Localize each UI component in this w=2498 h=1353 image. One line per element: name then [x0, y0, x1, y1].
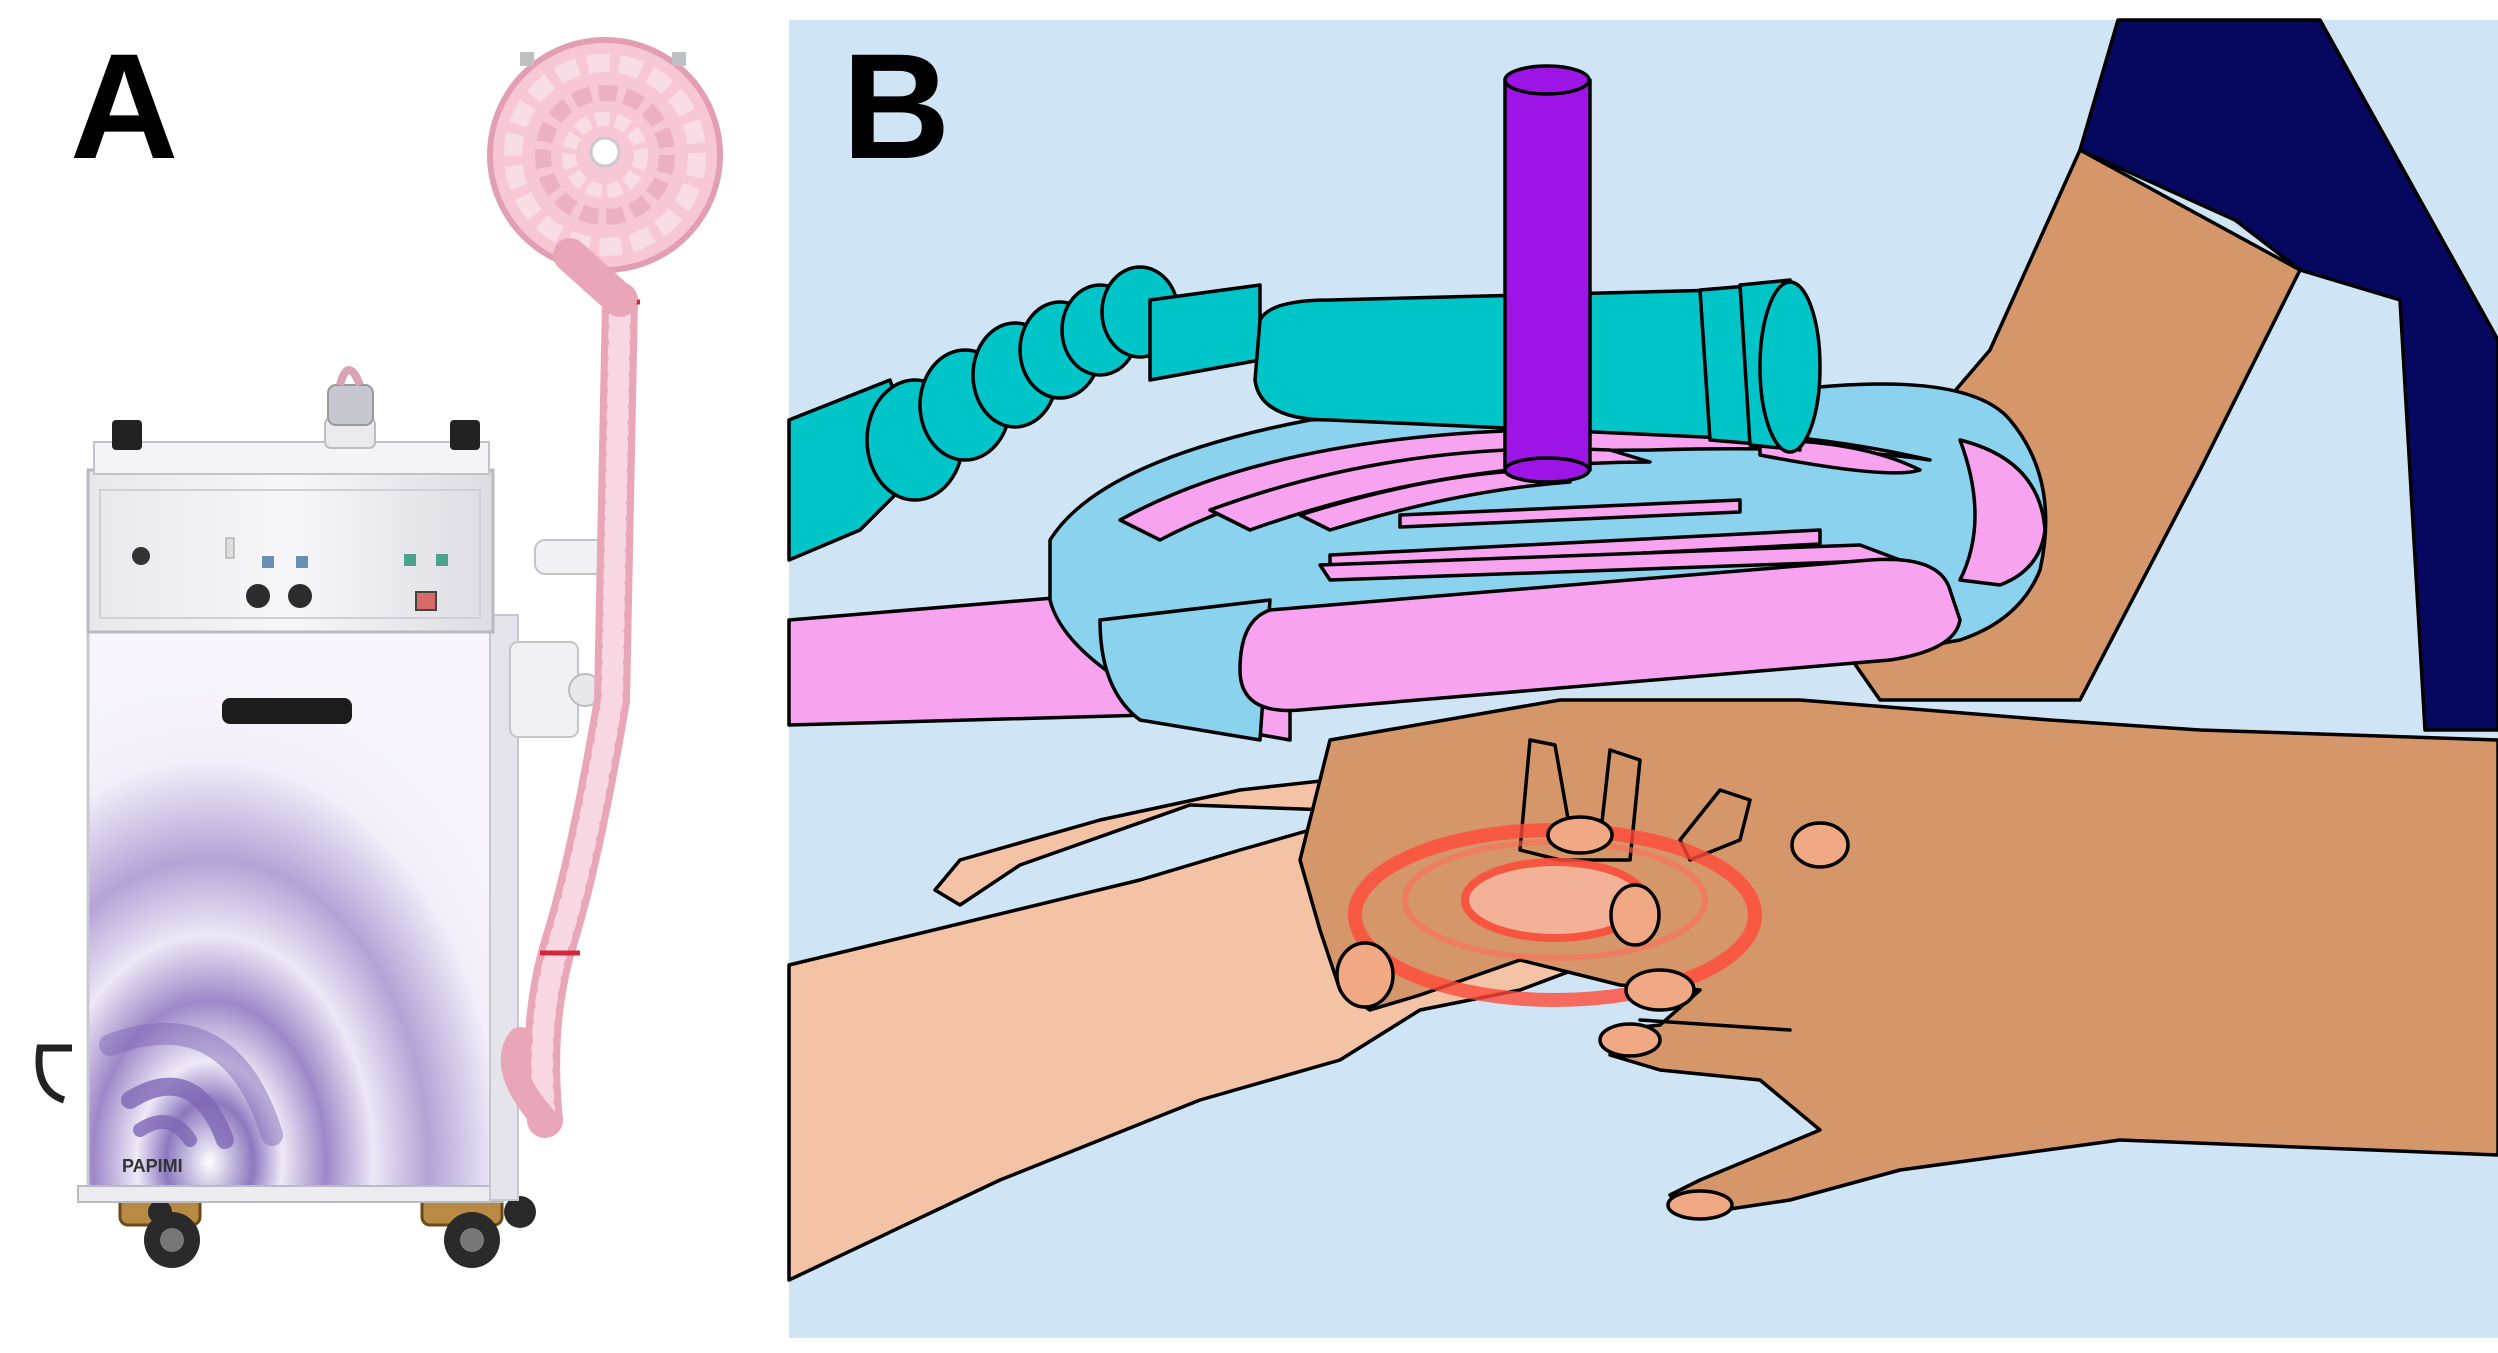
pemf-coil-photo [487, 37, 723, 317]
fingernails [1335, 815, 1850, 1221]
coil-front-tube [1238, 557, 1962, 713]
panel-a-label: A [70, 22, 178, 190]
device-wheels [118, 1183, 536, 1268]
device-swirl-logo [99, 1022, 283, 1149]
applicator-end-cap [1698, 278, 1822, 454]
device-brand-text: PAPIMI [122, 1156, 183, 1176]
arm-clamp-lower [509, 641, 579, 738]
panel-b: B [787, 18, 2498, 1338]
device-lid [93, 441, 490, 475]
applicator-hose [787, 265, 1262, 562]
panel-b-label: B [842, 22, 950, 190]
device-base [77, 1185, 504, 1203]
pemf-device-photo: PAPIMI [35, 37, 723, 1268]
panel-a: A [35, 22, 723, 1268]
applicator-rod [1503, 64, 1592, 484]
practitioner-sleeve [2078, 18, 2498, 732]
power-cable [35, 1044, 72, 1104]
device-side-rail [489, 614, 519, 1201]
cabinet-handle [222, 698, 352, 724]
control-panel-knobs [132, 537, 448, 611]
lid-handle-left [112, 420, 142, 450]
coil-spiral-grooves [1118, 427, 1932, 582]
lid-handle-right [450, 420, 480, 450]
